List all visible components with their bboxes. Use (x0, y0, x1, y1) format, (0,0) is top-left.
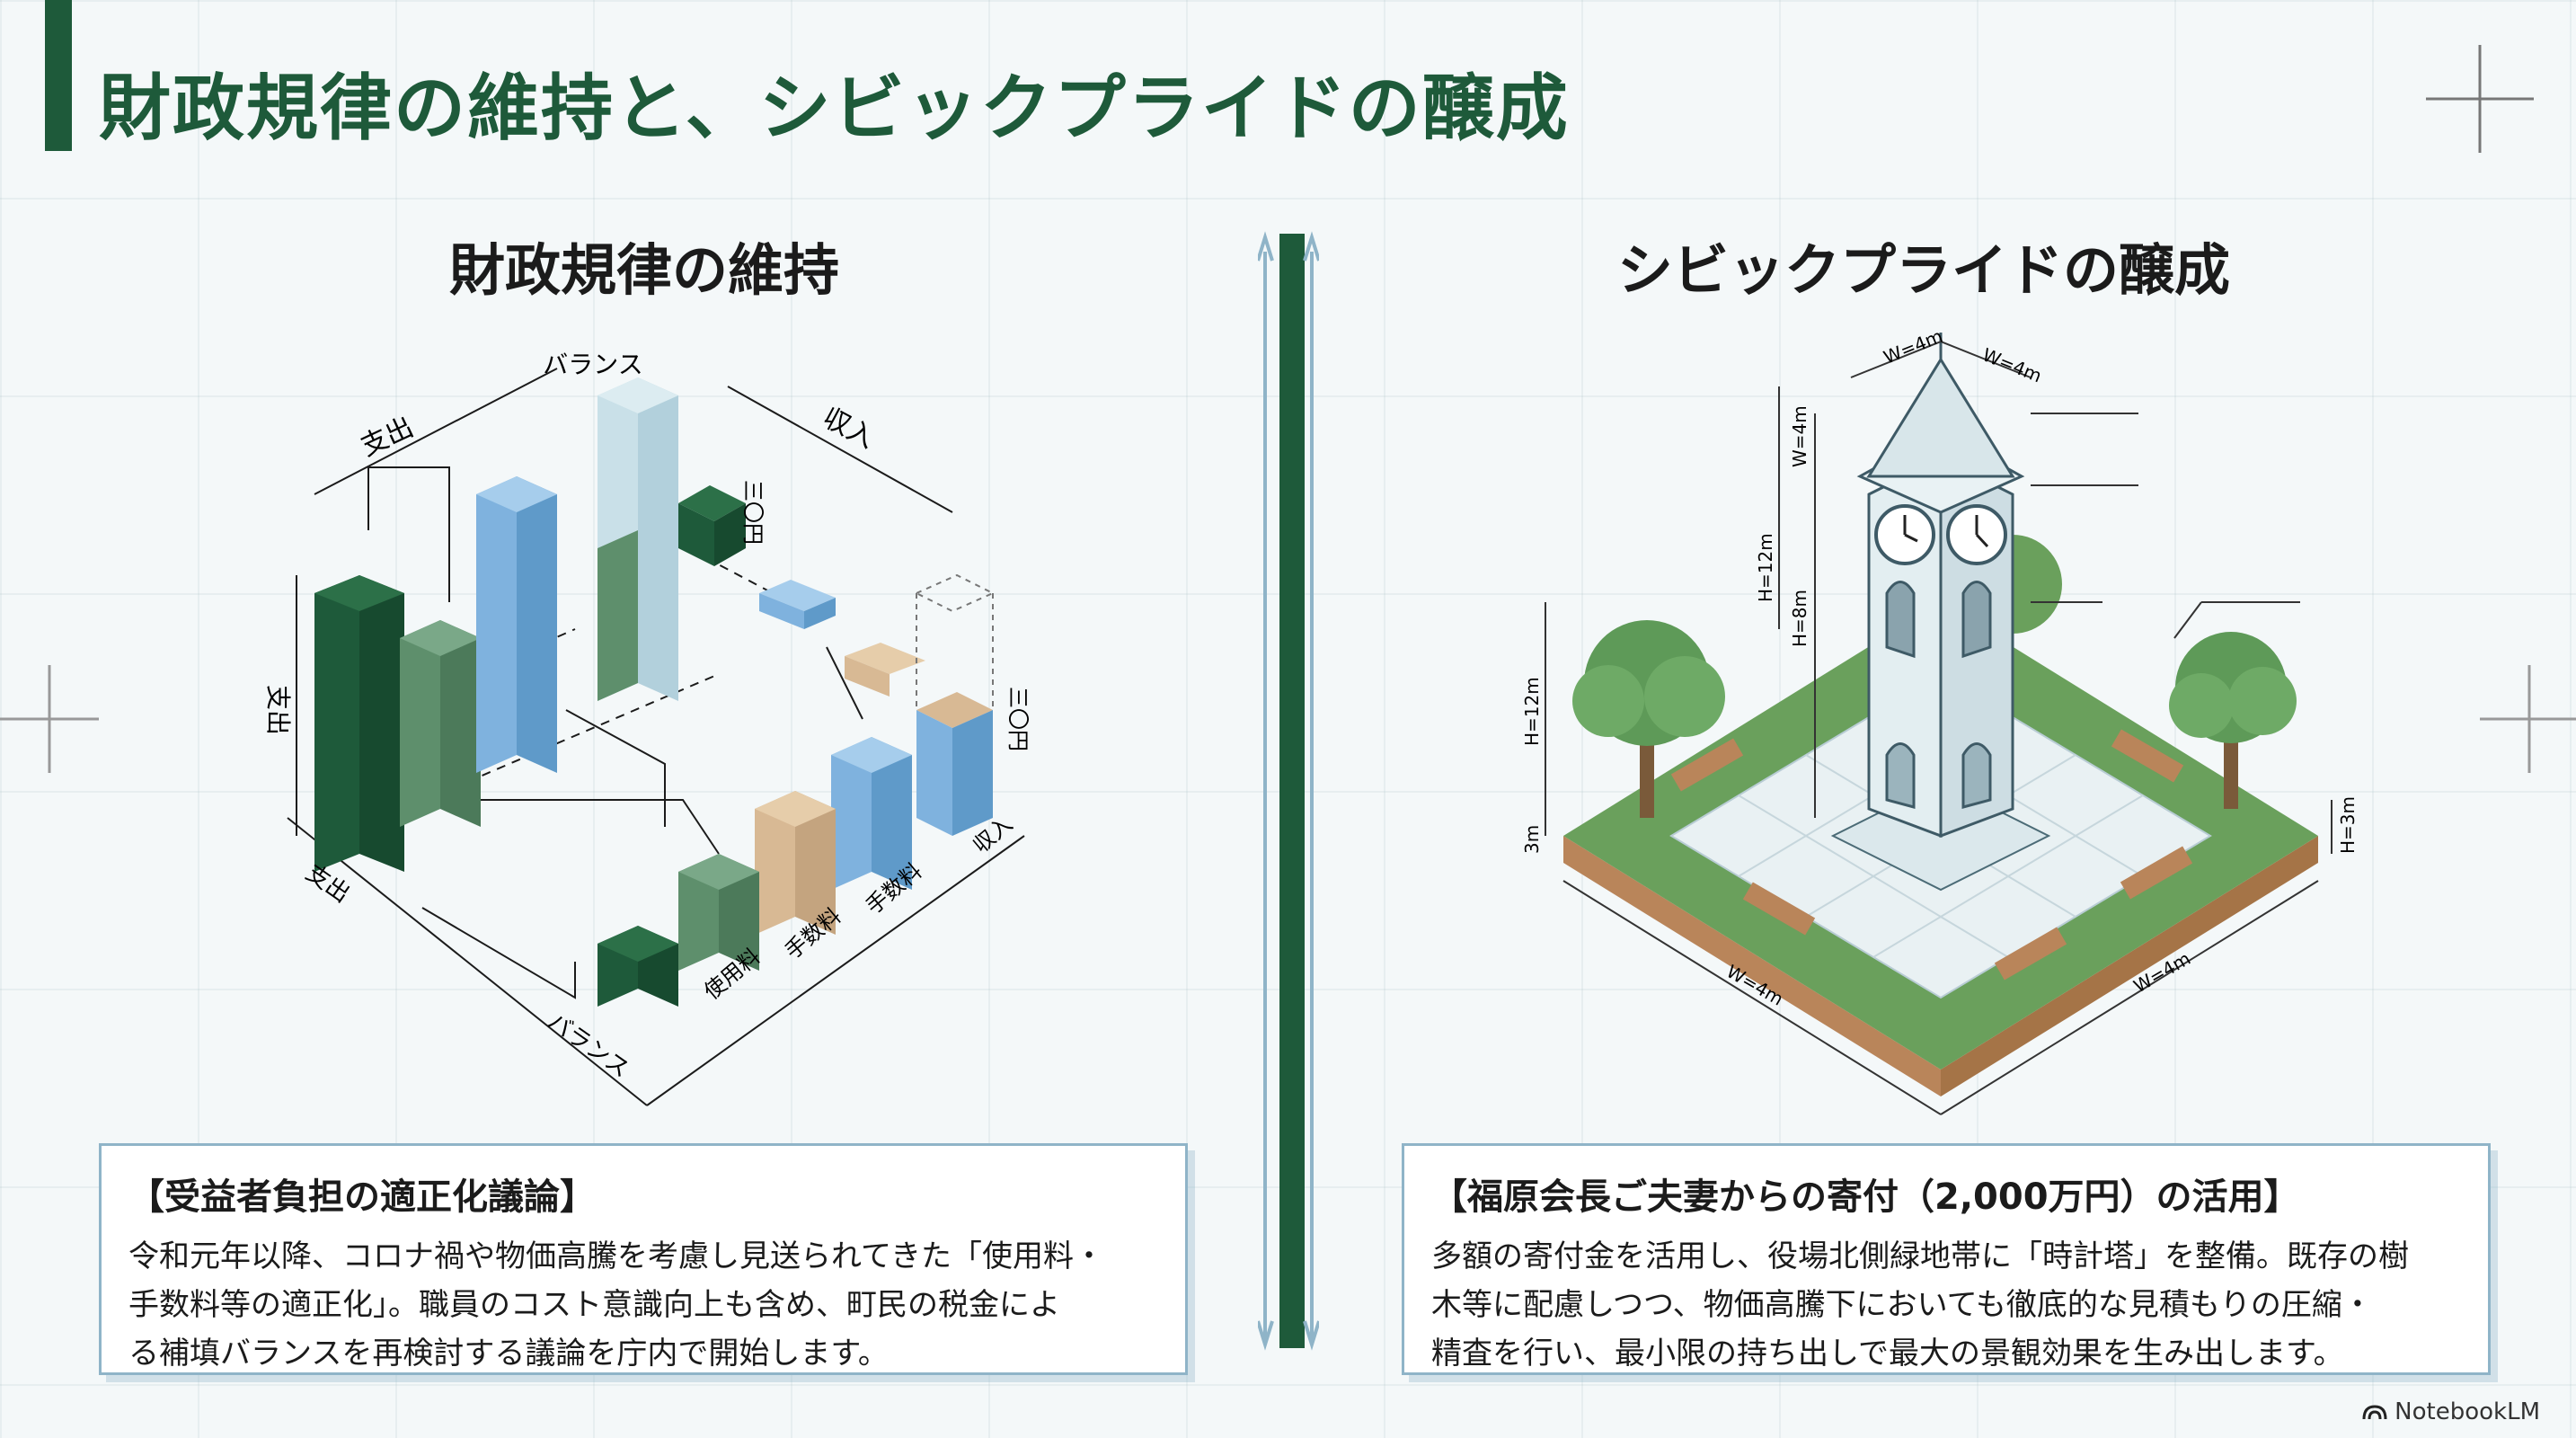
bar-expense-dark (314, 575, 404, 872)
clock-tower-illustration: W=4m W=4m W=4m H=12m H=8m H=12m 3m H=3m … (1521, 333, 2359, 1115)
crosshair-mark-right (2480, 665, 2576, 773)
right-section-title: シビックプライドの醸成 (1617, 237, 2231, 303)
plaza-side-left (1563, 836, 1941, 1096)
dim-h-12b: H=12m (1521, 677, 1543, 746)
bar-balance (598, 377, 678, 701)
notebooklm-icon (2362, 1405, 2387, 1420)
label-axis-expense: 支出 (301, 859, 355, 908)
logo-text: NotebookLM (2395, 1398, 2540, 1425)
left-section-title: 財政規律の維持 (449, 237, 840, 303)
donation-body: 多額の寄付金を活用し、役場北側緑地帯に「時計塔」を整備。既存の樹 木等に配慮しつ… (1431, 1232, 2461, 1378)
clock-face-left (1874, 504, 1935, 565)
bench-bottom-left (1742, 882, 1816, 936)
page-title: 財政規律の維持と、シビックプライドの醸成 (99, 67, 1570, 150)
fee-review-line: 手数料等の適正化」。職員のコスト意識向上も含め、町民の税金によ (128, 1287, 1060, 1323)
center-divider (1258, 231, 1319, 1351)
crosshair-mark-left (0, 665, 99, 773)
tree-right (2169, 632, 2297, 809)
clock-face-right (1946, 504, 2007, 565)
donation-line: 多額の寄付金を活用し、役場北側緑地帯に「時計塔」を整備。既存の樹 (1431, 1238, 2409, 1274)
bar-expense-blue (476, 476, 557, 773)
label-axis-expense-vertical: 支出 (263, 685, 293, 735)
bar-balance-cube (678, 485, 746, 566)
bar-fee-blue (831, 737, 912, 890)
bar-blue-small (759, 580, 836, 629)
bar-income (914, 573, 996, 836)
label-income: 収入 (818, 402, 880, 455)
finance-bar-illustration: バランス 支出 収入 支出 三〇円 三〇円 支出 使用料 手数料 手数料 収入 … (263, 350, 1031, 1106)
clock-tower (1856, 333, 2025, 839)
donation-line: 木等に配慮しつつ、物価高騰下においても徹底的な見積もりの圧縮・ (1431, 1287, 2373, 1323)
plaza-side-right (1941, 836, 2318, 1096)
donation-line: 精査を行い、最小限の持ち出しで最大の景観効果を生み出します。 (1431, 1336, 2344, 1371)
bar-balance-dark (598, 926, 678, 1007)
dim-h-8: H=8m (1789, 590, 1810, 647)
fee-review-line: る補填バランスを再検討する議論を庁内で開始します。 (128, 1336, 889, 1371)
bar-usage-mid (678, 854, 759, 971)
label-expense: 支出 (356, 412, 418, 463)
bench-far-right (2120, 846, 2193, 900)
fee-review-line: 令和元年以降、コロナ禍や物価高騰を考慮し見送られてきた「使用料・ (128, 1238, 1104, 1274)
donation-heading: 【福原会長ご夫妻からの寄付（2,000万円）の活用】 (1431, 1176, 2300, 1218)
dim-h-3-right: H=3m (2337, 796, 2359, 854)
label-unit-top: 三〇円 (740, 480, 766, 545)
tree-left (1572, 620, 1725, 818)
notebooklm-logo: NotebookLM (2362, 1398, 2540, 1425)
fee-review-heading: 【受益者負担の適正化議論】 (128, 1176, 596, 1218)
bench-right (2111, 729, 2184, 783)
donation-textbox: 【福原会長ご夫妻からの寄付（2,000万円）の活用】 多額の寄付金を活用し、役場… (1402, 1143, 2491, 1375)
label-axis-balance: バランス (543, 1007, 634, 1083)
bar-tan-small (845, 643, 925, 697)
crosshair-mark-top-right (2426, 45, 2534, 153)
label-unit-mid: 三〇円 (1005, 687, 1031, 751)
fee-review-body: 令和元年以降、コロナ禍や物価高騰を考慮し見送られてきた「使用料・ 手数料等の適正… (128, 1232, 1158, 1378)
bench-left (1670, 738, 1744, 792)
fee-review-textbox: 【受益者負担の適正化議論】 令和元年以降、コロナ禍や物価高騰を考慮し見送られてき… (99, 1143, 1188, 1375)
bench-bottom-right (1994, 927, 2067, 981)
bar-expense-mid (400, 620, 481, 827)
dim-w-top-left: W=4m (1881, 333, 1946, 368)
dim-w-top-right: W=4m (1979, 343, 2045, 386)
dim-h-3: 3m (1521, 825, 1543, 854)
title-accent-bar (45, 0, 72, 151)
bar-fee-tan (755, 791, 836, 935)
dim-h-4: W=4m (1789, 405, 1810, 467)
label-balance: バランス (543, 350, 642, 379)
dim-h-12: H=12m (1755, 533, 1776, 602)
